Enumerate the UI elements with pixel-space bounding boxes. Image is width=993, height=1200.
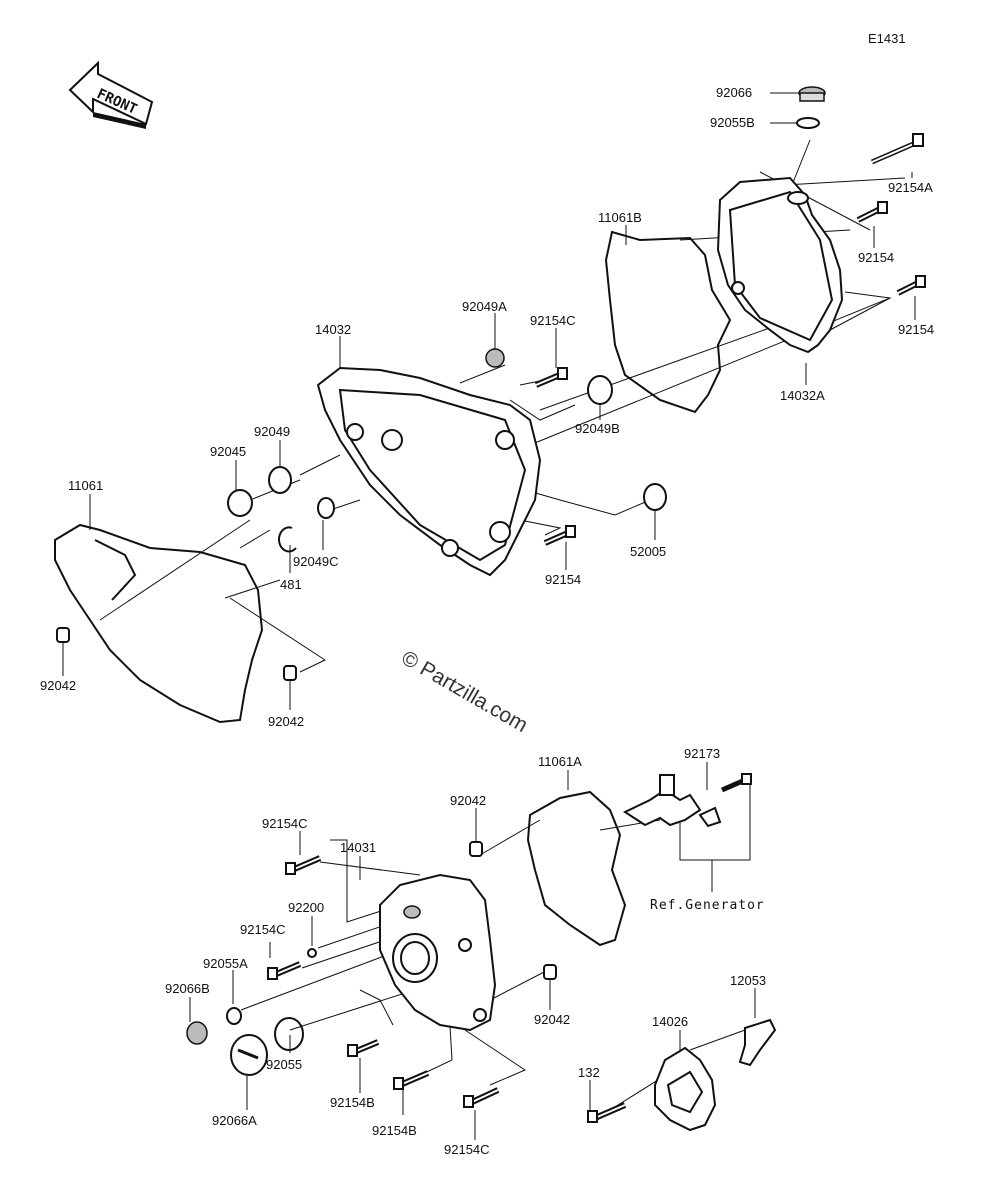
dowel-92042-mid <box>283 665 297 681</box>
part-labels: 92066 92055B 92154A 11061B 92154 92154 9… <box>40 85 934 1157</box>
washer-92200 <box>307 948 317 958</box>
seal-92049B <box>587 375 613 405</box>
label-92154B-1: 92154B <box>330 1095 375 1110</box>
dowel-92042-left <box>56 627 70 643</box>
bolt-92154C-mid-left <box>267 961 302 980</box>
clutch-cover-14032A <box>716 176 844 354</box>
bolt-92154C-top <box>534 367 568 388</box>
label-92173: 92173 <box>684 746 720 761</box>
label-92154C-left-2: 92154C <box>240 922 286 937</box>
label-92154-mid: 92154 <box>545 572 581 587</box>
label-92042-left: 92042 <box>40 678 76 693</box>
leader-lines <box>62 92 916 1140</box>
crankcase-cover-14032 <box>316 366 542 577</box>
label-14032: 14032 <box>315 322 351 337</box>
bolt-92154B-1 <box>347 1039 380 1057</box>
label-92042-mid: 92042 <box>268 714 304 729</box>
o-ring-92055B <box>796 117 820 129</box>
gasket-11061B <box>604 230 732 414</box>
generator-parts-92173 <box>622 773 752 828</box>
label-92042-right: 92042 <box>534 1012 570 1027</box>
label-92049: 92049 <box>254 424 290 439</box>
label-92154-right-2: 92154 <box>898 322 934 337</box>
bolt-92154C-bottom <box>463 1087 500 1108</box>
dowel-92042-center <box>469 841 483 857</box>
label-92055B: 92055B <box>710 115 755 130</box>
label-92154C-left: 92154C <box>262 816 308 831</box>
seal-52005 <box>643 483 667 511</box>
label-11061A: 11061A <box>538 754 582 769</box>
o-ring-92055A <box>226 1007 242 1025</box>
label-14026: 14026 <box>652 1014 688 1029</box>
label-92049A: 92049A <box>462 299 507 314</box>
label-92049B: 92049B <box>575 421 620 436</box>
ref-generator-label: Ref.Generator <box>650 898 765 913</box>
guard-14026 <box>654 1046 717 1132</box>
filler-cap-92066 <box>798 86 826 102</box>
dowel-92042-right <box>543 964 557 980</box>
label-52005: 52005 <box>630 544 666 559</box>
label-92066A: 92066A <box>212 1113 257 1128</box>
label-92154C-bottom: 92154C <box>444 1142 490 1157</box>
label-92154C-top: 92154C <box>530 313 576 328</box>
bolt-92154-lower <box>896 275 926 296</box>
bracket-12053 <box>738 1018 777 1067</box>
label-481: 481 <box>280 577 302 592</box>
bolt-92154C-upper-left <box>285 855 322 875</box>
label-92055: 92055 <box>266 1057 302 1072</box>
bolt-92154A <box>871 133 924 165</box>
diagram-code: E1431 <box>868 31 906 46</box>
label-14032A: 14032A <box>780 388 825 403</box>
bolt-92154-upper <box>856 201 888 223</box>
label-11061B: 11061B <box>598 210 642 225</box>
label-92154-right-1: 92154 <box>858 250 894 265</box>
bearing-92045 <box>227 489 253 517</box>
gasket-11061A <box>526 790 627 947</box>
plug-92066B <box>186 1021 208 1045</box>
seal-92049A <box>485 348 505 368</box>
label-11061: 11061 <box>68 478 103 493</box>
bolt-132 <box>587 1102 627 1123</box>
bolt-92154B-2 <box>393 1070 430 1090</box>
bolt-generator <box>721 773 752 793</box>
gasket-11061 <box>54 523 264 724</box>
o-ring-92055 <box>274 1017 304 1051</box>
circlip-481 <box>277 526 297 553</box>
plug-92066A <box>230 1034 268 1076</box>
label-12053: 12053 <box>730 973 766 988</box>
front-arrow-icon: FRONT <box>68 60 154 129</box>
label-92042-center: 92042 <box>450 793 486 808</box>
seal-92049 <box>268 466 292 494</box>
bolt-92154-mid <box>543 525 576 546</box>
label-92066: 92066 <box>716 85 752 100</box>
seal-92049C <box>317 497 335 519</box>
watermark-text: © Partzilla.com <box>398 646 532 737</box>
label-92055A: 92055A <box>203 956 248 971</box>
label-92200: 92200 <box>288 900 324 915</box>
gasket-11061-rib <box>94 539 137 601</box>
label-14031: 14031 <box>340 840 376 855</box>
label-92154A: 92154A <box>888 180 933 195</box>
generator-cover-14031 <box>379 873 497 1032</box>
label-92154B-2: 92154B <box>372 1123 417 1138</box>
label-92045: 92045 <box>210 444 246 459</box>
label-92066B: 92066B <box>165 981 210 996</box>
label-132: 132 <box>578 1065 600 1080</box>
label-92049C: 92049C <box>293 554 339 569</box>
